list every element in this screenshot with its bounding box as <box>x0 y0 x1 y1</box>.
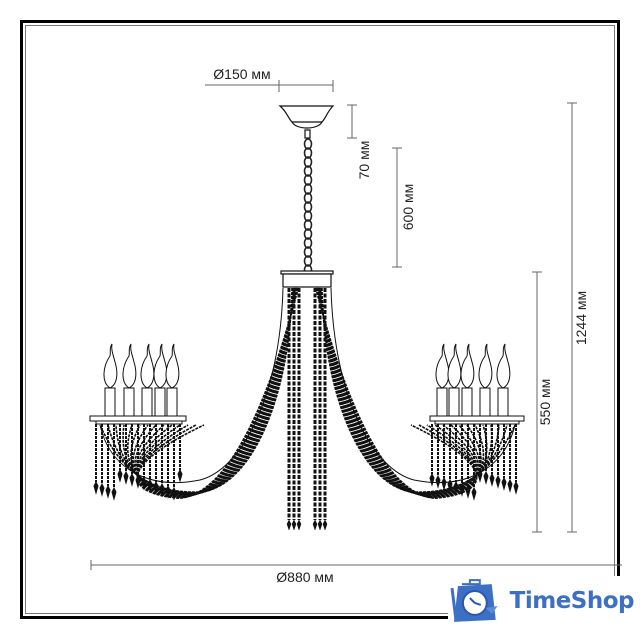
crystal-drop <box>99 482 105 497</box>
dimension-lines <box>90 80 622 570</box>
chain-link <box>303 147 313 159</box>
bobeche-left-lower <box>95 420 183 425</box>
central-body <box>280 270 334 288</box>
chain-link <box>303 138 313 150</box>
crystal-drop <box>317 519 323 531</box>
outer-frame <box>20 20 620 619</box>
crystal-drop <box>507 478 513 493</box>
crystal-drop <box>153 480 159 495</box>
body-height-label: 550 мм <box>537 379 553 426</box>
inner-frame <box>25 25 615 614</box>
crystal-drop <box>296 519 302 531</box>
crystal-drop <box>159 482 165 497</box>
crystal-drop <box>435 474 441 489</box>
clock-bag-icon <box>450 579 498 622</box>
crystal-drop <box>483 470 489 485</box>
crystal-drop <box>93 480 99 495</box>
candle-flame-bulb <box>460 343 475 389</box>
crystal-drop <box>459 482 465 497</box>
crystal-drop <box>495 474 501 489</box>
crystal-drop <box>105 484 111 499</box>
chain-link <box>303 192 313 204</box>
candles <box>89 343 525 425</box>
crystal-drop <box>141 476 147 491</box>
crystal-drop <box>441 476 447 491</box>
chain-link <box>303 183 313 195</box>
crystal-drop <box>465 484 471 499</box>
crystal-drop <box>135 474 141 489</box>
candle <box>123 387 135 417</box>
candle-flame-bulb <box>447 343 462 389</box>
crystal-drop <box>322 519 328 531</box>
total-height-label: 1244 мм <box>573 291 589 345</box>
crystal-drop <box>471 486 477 501</box>
crystal-drop <box>312 519 318 531</box>
crystal-drop <box>429 472 435 487</box>
candle-flame-bulb <box>478 343 493 389</box>
crystal-drop <box>513 480 519 495</box>
candle <box>166 387 178 417</box>
chain-link <box>303 165 313 177</box>
crystal-drop <box>177 468 183 483</box>
candle-flame-bulb <box>122 343 137 389</box>
chain-link <box>303 210 313 222</box>
candle <box>141 387 153 417</box>
crystal-drop <box>147 478 153 493</box>
chain-link <box>303 228 313 240</box>
crystal-drop <box>165 484 171 499</box>
bobeche-left <box>89 415 187 422</box>
candle <box>154 387 166 417</box>
chain-link <box>303 174 313 186</box>
chain-link <box>303 255 313 267</box>
arm-right <box>330 287 516 484</box>
candle-flame-bulb <box>165 343 180 389</box>
chain-link <box>303 201 313 213</box>
bobeche-right <box>429 415 525 422</box>
total-diameter-label: Ø880 мм <box>276 569 333 585</box>
candle-flame-bulb <box>435 343 450 389</box>
chain-length-label: 600 мм <box>400 184 416 231</box>
candle-flame-bulb <box>153 343 168 389</box>
candle <box>104 387 116 417</box>
chain-link <box>303 219 313 231</box>
crystal-drop <box>129 472 135 487</box>
canopy-diameter-label: Ø150 мм <box>213 66 270 82</box>
chain-link <box>303 237 313 249</box>
candle <box>497 387 509 417</box>
candle-flame-bulb <box>496 343 511 389</box>
crystal-drop <box>447 478 453 493</box>
crystal-strands <box>93 287 519 531</box>
canopy-height-label: 70 мм <box>356 141 372 180</box>
logo-text: TimeShop <box>509 588 635 614</box>
crystal-drop <box>453 480 459 495</box>
candle <box>448 387 460 417</box>
crystal-drop <box>171 486 177 501</box>
candle <box>479 387 491 417</box>
crystal-drop <box>291 519 297 531</box>
crystal-drop <box>477 468 483 483</box>
candle-flame-bulb <box>140 343 155 389</box>
crystal-drop <box>117 468 123 483</box>
chain-link <box>303 246 313 258</box>
arm-left <box>99 287 284 484</box>
crystal-drop <box>489 472 495 487</box>
strand-right <box>320 287 500 494</box>
crystal-drop <box>286 519 292 531</box>
canopy <box>278 105 335 139</box>
candle-flame-bulb <box>103 343 118 389</box>
chain <box>303 138 313 276</box>
chain-link <box>303 156 313 168</box>
crystal-drop <box>123 470 129 485</box>
timeshop-logo[interactable]: TimeShop <box>448 576 635 626</box>
bobeche-right-lower <box>434 420 520 425</box>
candle <box>436 387 448 417</box>
crystal-drop <box>111 486 117 501</box>
crystal-drop <box>501 476 507 491</box>
candle <box>461 387 473 417</box>
